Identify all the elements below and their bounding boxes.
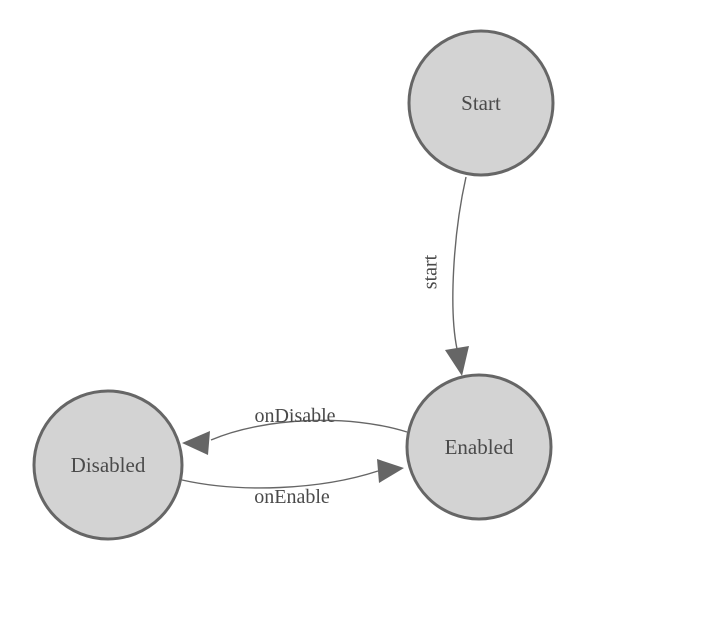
state-label-disabled: Disabled	[71, 453, 146, 477]
edge-start-to-enabled	[452, 176, 467, 350]
arrowhead-start-to-enabled	[445, 346, 469, 376]
state-label-enabled: Enabled	[445, 435, 514, 459]
state-node-disabled	[32, 389, 184, 541]
arrowhead-enabled-to-disabled	[182, 431, 210, 455]
edge-label-onenable: onEnable	[254, 486, 330, 508]
arrowhead-disabled-to-enabled	[377, 459, 404, 483]
state-label-start: Start	[461, 91, 501, 115]
edge-label-start: start	[420, 254, 442, 289]
state-node-start	[407, 29, 555, 177]
edge-disabled-to-enabled	[181, 470, 379, 489]
state-node-enabled	[405, 373, 553, 521]
edge-label-ondisable: onDisable	[254, 405, 335, 427]
edge-enabled-to-disabled	[210, 419, 408, 441]
